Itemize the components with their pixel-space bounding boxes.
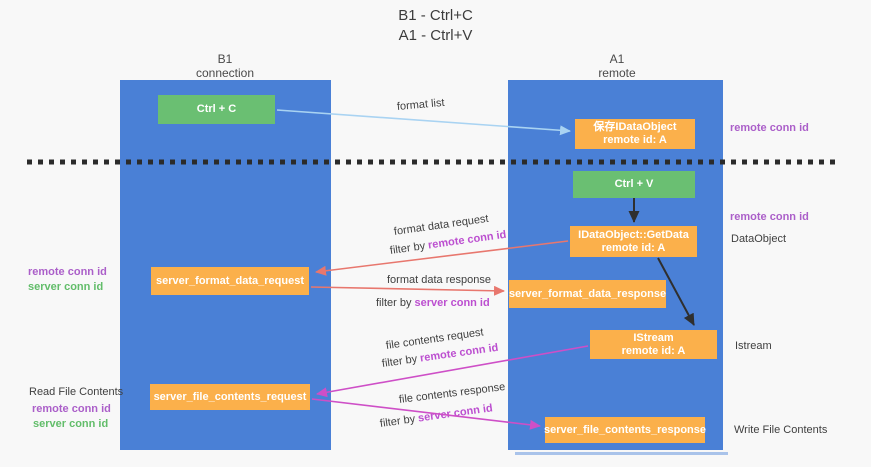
remote-conn-id-highlight: remote conn id — [427, 228, 508, 252]
right-column-role: remote — [598, 66, 636, 80]
server-format-data-request-box: server_format_data_request — [151, 267, 309, 295]
istream-box: IStream remote id: A — [590, 330, 717, 359]
server-format-data-request-label: server_format_data_request — [156, 274, 304, 287]
ctrl-v-box: Ctrl + V — [573, 171, 695, 198]
right-istream-label: Istream — [735, 340, 772, 352]
filter-server-conn-bottom-label: filter by server conn id — [379, 402, 493, 430]
istream-line1: IStream — [633, 331, 674, 344]
ctrl-v-label: Ctrl + V — [614, 178, 654, 190]
left-column-name: B1 — [217, 52, 233, 66]
right-column-header: A1 remote — [552, 52, 682, 80]
getdata-line1: IDataObject::GetData — [578, 228, 689, 241]
title-line-2: A1 - Ctrl+V — [398, 27, 473, 44]
format-list-label: format list — [396, 96, 446, 113]
save-dataobject-line2: remote id: A — [603, 134, 667, 146]
right-remote-conn-id-mid: remote conn id — [730, 211, 809, 223]
left-server-conn-id-mid: server conn id — [28, 281, 104, 293]
filter-by-prefix: filter by — [379, 412, 419, 430]
format-data-response-label: format data response — [387, 274, 491, 286]
getdata-box: IDataObject::GetData remote id: A — [570, 226, 697, 257]
save-dataobject-line1: 保存IDataObject — [593, 121, 677, 133]
left-column-role: connection — [195, 66, 255, 80]
ctrl-c-label: Ctrl + C — [196, 103, 237, 115]
save-dataobject-box: 保存IDataObject remote id: A — [575, 119, 695, 149]
diagram-title: B1 - Ctrl+C A1 - Ctrl+V — [0, 6, 871, 46]
filter-server-conn-top-label: filter by server conn id — [376, 297, 490, 309]
format-data-response-arrow — [310, 285, 505, 296]
getdata-line2: remote id: A — [601, 241, 666, 254]
server-format-data-response-label: server_format_data_response — [508, 287, 667, 300]
left-read-file-contents-label: Read File Contents — [29, 386, 124, 398]
ctrl-c-box: Ctrl + C — [158, 95, 275, 124]
left-remote-conn-id-bottom: remote conn id — [32, 403, 111, 415]
filter-by-prefix: filter by — [381, 352, 421, 370]
right-column-name: A1 — [609, 52, 625, 66]
left-column-header: B1 connection — [160, 52, 290, 80]
server-format-data-response-box: server_format_data_response — [509, 280, 666, 308]
left-server-conn-id-bottom: server conn id — [33, 418, 109, 430]
filter-by-prefix: filter by — [389, 239, 429, 257]
istream-line2: remote id: A — [621, 344, 686, 357]
title-line-1: B1 - Ctrl+C — [398, 7, 473, 24]
filter-by-prefix: filter by — [376, 297, 415, 309]
right-write-file-contents-label: Write File Contents — [734, 424, 828, 436]
server-file-contents-response-box: server_file_contents_response — [543, 417, 707, 443]
server-file-contents-response-label: server_file_contents_response — [543, 423, 707, 436]
right-column-underline — [515, 452, 728, 455]
server-file-contents-request-label: server_file_contents_request — [153, 390, 307, 403]
server-file-contents-request-box: server_file_contents_request — [150, 384, 310, 410]
server-conn-id-highlight: server conn id — [414, 297, 490, 309]
right-remote-conn-id-top: remote conn id — [730, 122, 809, 134]
right-dataobject-label: DataObject — [731, 233, 787, 245]
server-conn-id-highlight: server conn id — [417, 402, 494, 425]
left-remote-conn-id-mid: remote conn id — [28, 266, 107, 278]
